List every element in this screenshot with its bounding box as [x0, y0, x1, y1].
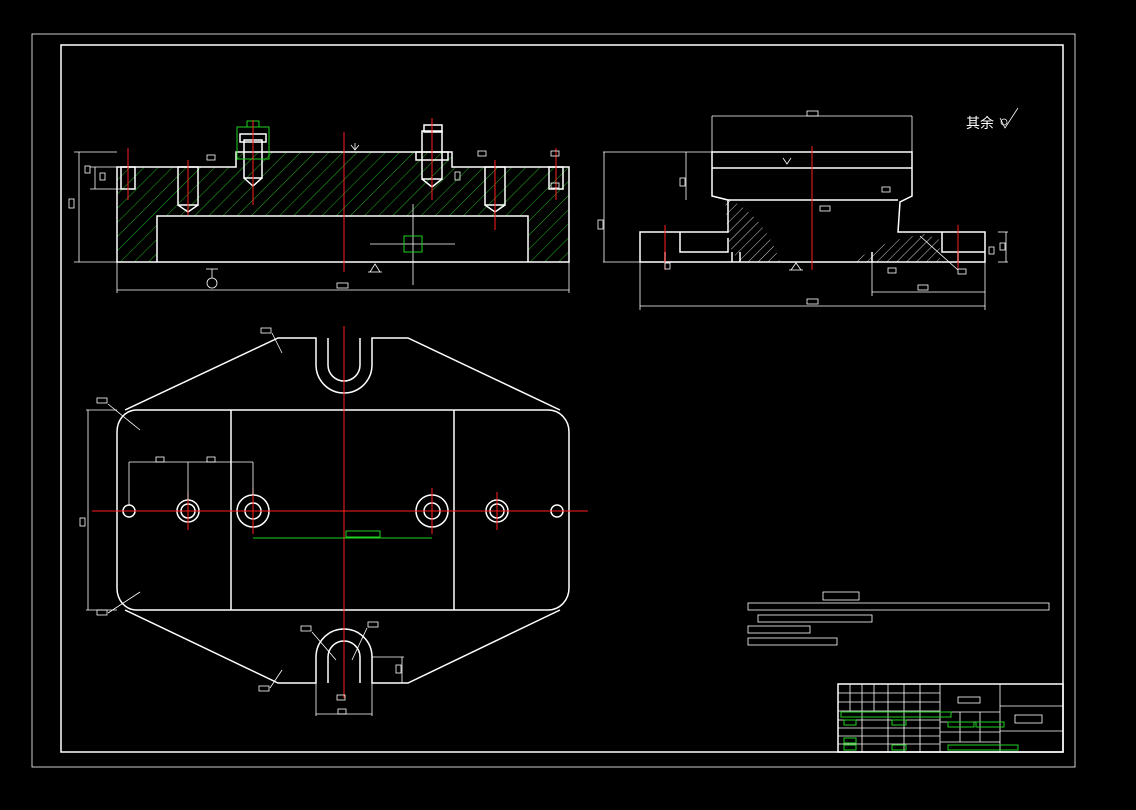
plan-view [79, 326, 588, 716]
front-section-view [68, 118, 570, 293]
surface-roughness-note: 其余 [966, 107, 1019, 132]
outer-frame [31, 33, 1076, 768]
side-section-view [597, 110, 1008, 310]
title-block [837, 683, 1064, 753]
roughness-symbol-icon [999, 107, 1019, 129]
inner-frame [60, 44, 1064, 753]
note-text: 其余 [966, 115, 994, 132]
technical-requirements [747, 591, 1050, 646]
